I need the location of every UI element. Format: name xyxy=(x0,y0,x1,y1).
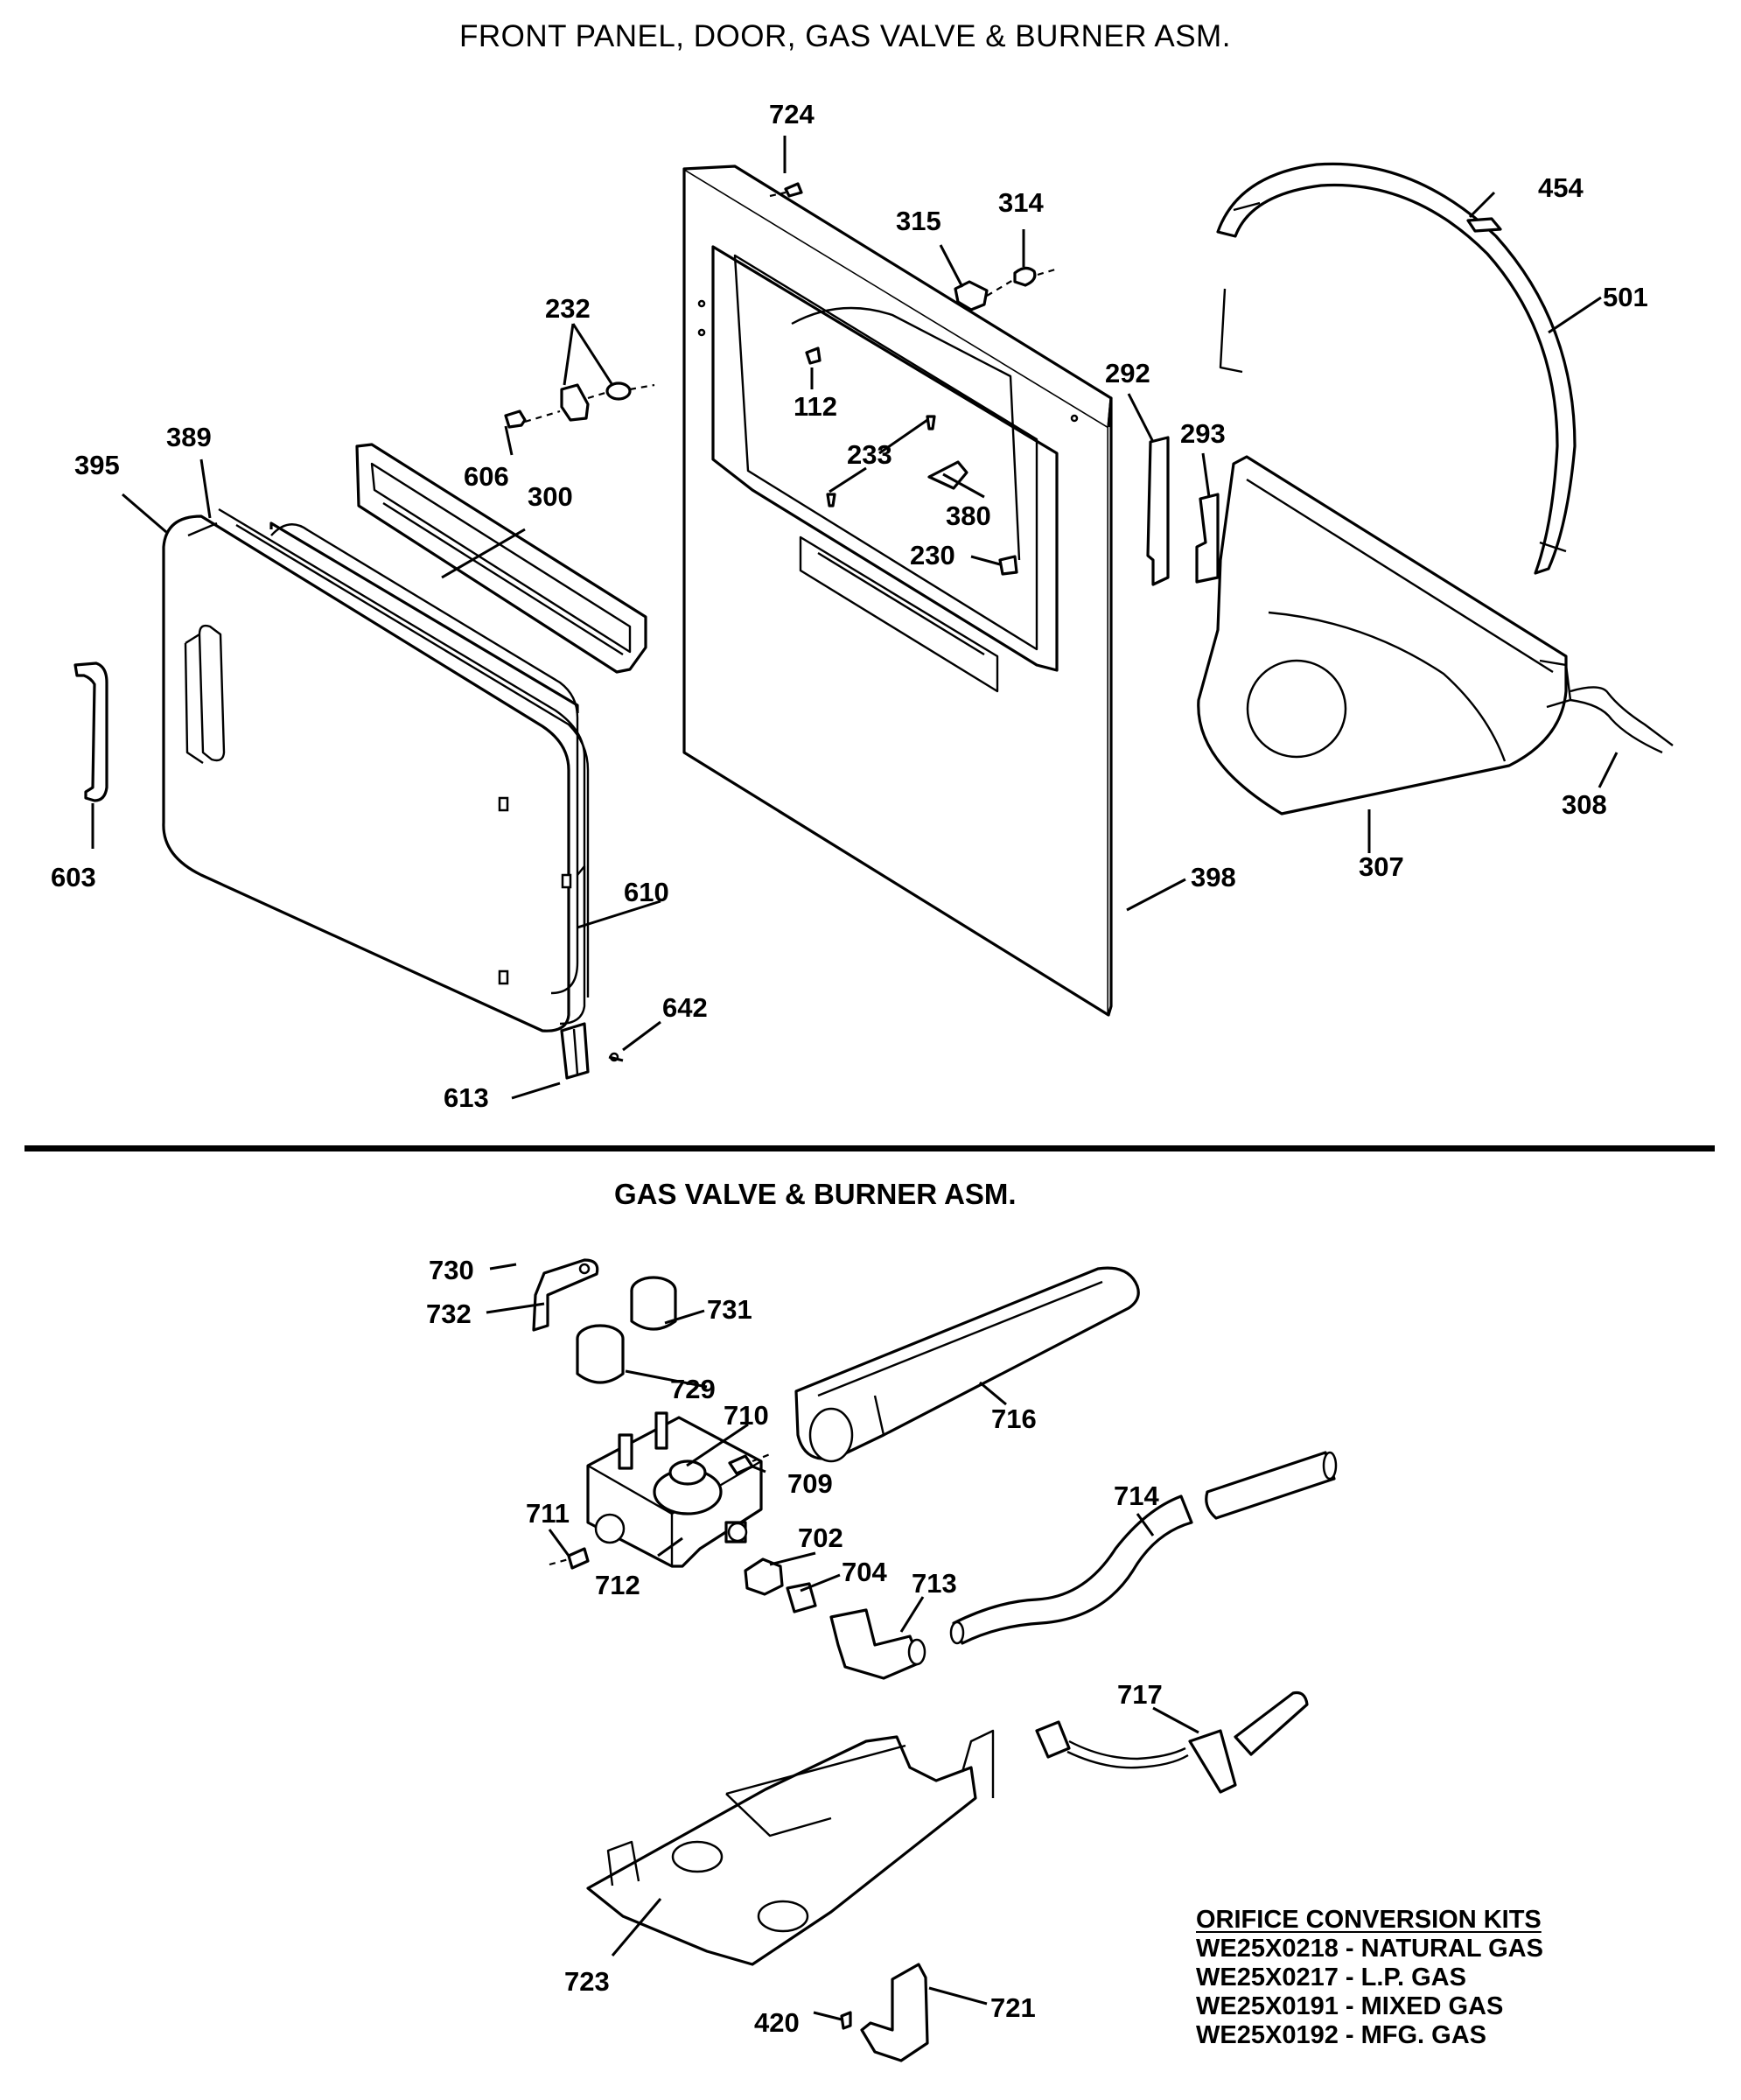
diagram-title-gas-valve: GAS VALVE & BURNER ASM. xyxy=(614,1178,1017,1210)
callout-610: 610 xyxy=(624,877,669,907)
callout-731: 731 xyxy=(707,1294,752,1325)
part-front-panel xyxy=(682,164,1113,1017)
callout-454: 454 xyxy=(1538,172,1584,203)
callout-labels: 724 315 314 454 501 232 112 292 293 606 … xyxy=(51,99,1648,2038)
callout-112: 112 xyxy=(794,391,837,422)
kit-item: WE25X0191 - MIXED GAS xyxy=(1196,1992,1504,2020)
callout-721: 721 xyxy=(990,1992,1036,2023)
callout-230: 230 xyxy=(910,540,955,570)
callout-307: 307 xyxy=(1359,851,1404,882)
callout-308: 308 xyxy=(1562,789,1607,820)
callout-723: 723 xyxy=(564,1966,610,1997)
callout-233: 233 xyxy=(847,439,892,470)
part-igniter xyxy=(1035,1690,1309,1794)
callout-398: 398 xyxy=(1191,862,1236,892)
callout-293: 293 xyxy=(1180,418,1226,449)
kits-heading: ORIFICE CONVERSION KITS xyxy=(1196,1906,1542,1934)
callout-501: 501 xyxy=(1603,282,1648,312)
part-bearing-ring xyxy=(1216,162,1577,575)
callout-711: 711 xyxy=(526,1498,570,1529)
callout-642: 642 xyxy=(662,992,708,1023)
part-pipe-elbow xyxy=(829,1608,926,1680)
section-divider xyxy=(24,1145,1715,1152)
part-bearing-pad xyxy=(1466,217,1502,233)
callout-232: 232 xyxy=(545,293,591,324)
callout-704: 704 xyxy=(842,1557,887,1587)
part-gas-valve xyxy=(586,1411,763,1568)
callout-716: 716 xyxy=(991,1404,1037,1434)
part-burner-tube xyxy=(949,1451,1338,1645)
callout-395: 395 xyxy=(74,450,120,480)
diagram-title-front-panel: FRONT PANEL, DOOR, GAS VALVE & BURNER AS… xyxy=(459,19,1231,53)
part-orifice-nut xyxy=(744,1558,817,1614)
part-door-gasket xyxy=(270,523,586,995)
callout-380: 380 xyxy=(946,500,991,531)
callout-606: 606 xyxy=(464,461,509,492)
leader-lines xyxy=(91,136,1619,2021)
callout-314: 314 xyxy=(998,187,1044,218)
callout-315: 315 xyxy=(896,206,941,236)
kit-item: WE25X0218 - NATURAL GAS xyxy=(1196,1935,1543,1963)
part-screw-724 xyxy=(769,182,803,198)
part-door-latch xyxy=(504,382,655,429)
part-lint-duct xyxy=(355,443,647,674)
callout-613: 613 xyxy=(444,1082,489,1113)
callout-724: 724 xyxy=(769,99,815,130)
callout-292: 292 xyxy=(1105,358,1150,388)
part-small-hardware xyxy=(805,346,1018,576)
kit-item: WE25X0217 - L.P. GAS xyxy=(1196,1964,1466,1992)
part-door-hinge xyxy=(560,1022,624,1080)
part-door-switch xyxy=(954,266,1056,312)
orifice-conversion-kits: ORIFICE CONVERSION KITS WE25X0218 - NATU… xyxy=(1196,1906,1543,2050)
callout-713: 713 xyxy=(912,1568,957,1599)
callout-712: 712 xyxy=(595,1570,640,1600)
callout-603: 603 xyxy=(51,862,96,892)
callout-714: 714 xyxy=(1114,1480,1159,1511)
part-door-handle xyxy=(73,662,108,802)
callout-389: 389 xyxy=(166,422,212,452)
callout-729: 729 xyxy=(670,1374,716,1404)
part-coil-bracket xyxy=(532,1258,599,1332)
part-igniter-bracket xyxy=(840,1963,929,2062)
callout-717: 717 xyxy=(1117,1679,1163,1710)
kit-item: WE25X0192 - MFG. GAS xyxy=(1196,2021,1486,2049)
part-brackets xyxy=(1146,436,1220,586)
callout-710: 710 xyxy=(724,1400,769,1431)
part-wire-harness xyxy=(1570,686,1674,754)
callout-732: 732 xyxy=(426,1298,472,1329)
callout-702: 702 xyxy=(798,1522,843,1553)
callout-730: 730 xyxy=(429,1255,474,1285)
part-front-bulkhead xyxy=(1197,455,1572,816)
callout-420: 420 xyxy=(754,2007,800,2038)
callout-709: 709 xyxy=(787,1468,833,1499)
part-burner-bracket xyxy=(586,1729,995,1966)
part-burner xyxy=(794,1266,1140,1463)
callout-300: 300 xyxy=(528,481,573,512)
part-valve-coils xyxy=(576,1276,677,1384)
